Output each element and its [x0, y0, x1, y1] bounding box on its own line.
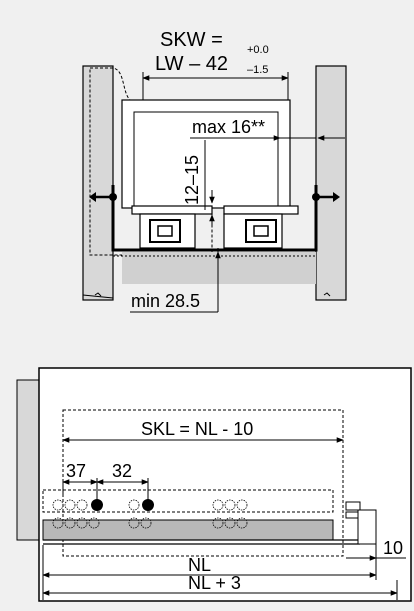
screw-hole-1	[91, 499, 103, 511]
dim-32-label: 32	[112, 461, 132, 481]
skw-label: SKW =	[160, 29, 223, 51]
tolerance-plus: +0.0	[247, 44, 269, 56]
bottom-panel	[122, 252, 316, 284]
top-cross-section: SKW = LW – 42 +0.0 –1.5 max 16** 12–15 m…	[82, 29, 347, 313]
height-label: 12–15	[182, 155, 202, 205]
nl3-label: NL + 3	[188, 573, 241, 593]
dim-10-label: 10	[383, 538, 403, 558]
tolerance-minus: –1.5	[247, 64, 268, 76]
side-view: SKL = NL - 10 37 32 10 NL NL + 3	[16, 367, 412, 602]
nl-label: NL	[188, 555, 211, 575]
rail-bar	[42, 519, 334, 541]
skl-label: SKL = NL - 10	[141, 419, 253, 439]
drawer-body	[121, 99, 291, 209]
right-screw-icon	[312, 192, 340, 202]
lw-label: LW – 42	[155, 53, 228, 75]
right-runner	[220, 185, 318, 252]
left-runner	[111, 185, 220, 252]
left-side-panel	[82, 65, 114, 301]
right-side-panel	[315, 65, 347, 301]
hole-pattern	[52, 499, 248, 529]
left-screw-icon	[89, 192, 117, 202]
max-label: max 16**	[192, 117, 265, 137]
cabinet-outline	[38, 367, 412, 602]
dim-37-label: 37	[66, 461, 86, 481]
min-label: min 28.5	[131, 291, 200, 311]
screw-hole-2	[142, 499, 154, 511]
rear-bracket	[345, 501, 377, 545]
drawer-side-dashed	[62, 409, 344, 557]
